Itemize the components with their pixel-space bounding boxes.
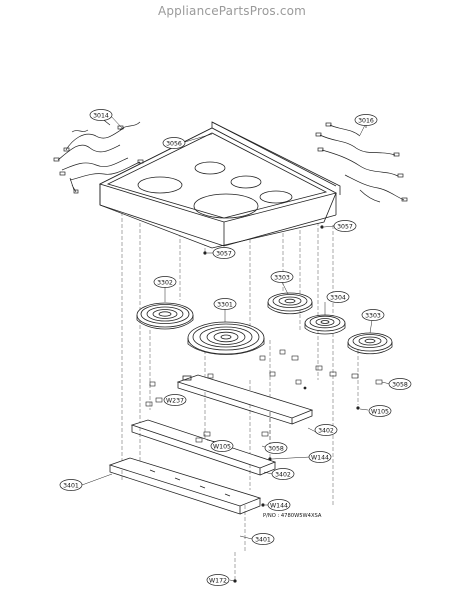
radiant-element-3303-upper [267,292,313,315]
support-bracket-3402-upper [176,374,314,425]
callout-3303-lower: 3303 [365,312,381,319]
callout-w105-right: W105 [371,408,389,415]
callout-3016: 3016 [358,117,374,124]
callout-w144-upper: W144 [311,454,329,461]
wire-harness-3016 [315,120,408,203]
callout-3057-center: 3057 [216,250,232,257]
callout-w172: W172 [209,577,227,584]
terminal-clips [145,349,383,443]
callout-3402-lower: 3402 [275,471,291,478]
callout-ovals [59,109,412,586]
callout-w237: W237 [166,397,184,404]
callout-3058-right: 3058 [392,381,408,388]
part-number-note: P/NO : 4780W5W4XSA [263,513,322,519]
callout-3302: 3302 [157,279,173,286]
callout-3058-center: 3058 [268,445,284,452]
radiant-element-3303-lower [347,332,393,355]
callout-3056: 3056 [166,140,182,147]
callout-3014: 3014 [93,112,109,119]
radiant-element-3302 [136,302,194,330]
callout-3301: 3301 [217,301,233,308]
wire-harness-3014 [53,116,144,194]
callout-3402-upper: 3402 [318,427,334,434]
watermark: AppliancePartsPros.com [157,4,307,18]
callout-3303-upper: 3303 [274,274,290,281]
callout-w105-left: W105 [213,443,231,450]
radiant-element-3304 [304,314,346,335]
support-bracket-3402-lower [130,419,277,476]
cooktop-3056 [98,121,341,249]
bottom-plate-3401 [108,457,262,515]
callout-3401-left: 3401 [63,482,79,489]
screws [203,225,360,583]
callout-3401-bottom: 3401 [255,536,271,543]
callout-3057-right: 3057 [337,223,353,230]
callout-labels: 3014 3016 3056 3057 3057 3302 3301 3303 … [63,112,408,584]
callout-3304: 3304 [330,294,346,301]
callout-w144-lower: W144 [270,502,288,509]
radiant-element-3301 [187,321,265,355]
